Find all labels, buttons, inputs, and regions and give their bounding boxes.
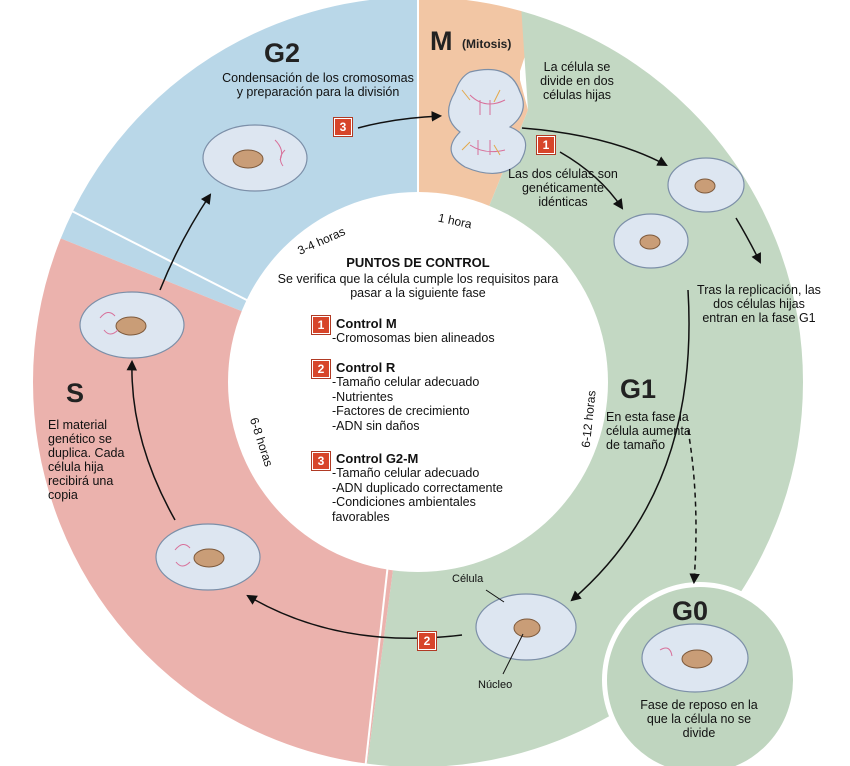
checkpoint-center-circle bbox=[228, 192, 608, 572]
checkpoint-2-badge: 2 bbox=[312, 360, 330, 378]
g2-description: Condensación de los cromosomas y prepara… bbox=[222, 71, 414, 99]
requirement-item: -Nutrientes bbox=[332, 389, 394, 404]
g1-title: G1 bbox=[620, 374, 657, 404]
callout-cell-line bbox=[485, 589, 505, 603]
cell-daughter-1 bbox=[667, 157, 745, 213]
arrow-g2-to-m bbox=[357, 111, 443, 129]
checkpoint-1-name: Control M bbox=[336, 316, 397, 331]
m-title: M bbox=[430, 26, 453, 56]
nucleus-label: Núcleo bbox=[478, 679, 513, 691]
callout-nucleus-line bbox=[502, 633, 524, 675]
g0-description: Fase de reposo en la que la célula no se… bbox=[640, 698, 758, 740]
g2-title: G2 bbox=[264, 38, 301, 68]
requirement-item: -Cromosomas bien alineados bbox=[332, 331, 495, 345]
requirement-item: -Tamaño celular adecuado bbox=[332, 375, 480, 389]
requirement-item: -ADN duplicado correctamente bbox=[332, 480, 503, 495]
cell-s-top bbox=[79, 291, 185, 359]
cell-daughter-2 bbox=[613, 213, 689, 269]
s-title: S bbox=[66, 378, 85, 408]
badge-2-g1-s: 2 bbox=[418, 632, 436, 650]
requirement-item: -ADN sin daños bbox=[332, 418, 420, 433]
g1-description: En esta fase la célula aumenta de tamaño bbox=[606, 410, 691, 452]
checkpoint-3-name: Control G2-M bbox=[336, 451, 419, 466]
arrow-m-to-daughter-1 bbox=[521, 127, 668, 166]
badge-1-m: 1 bbox=[537, 136, 555, 154]
checkpoints-subtitle: Se verifica que la célula cumple los req… bbox=[277, 272, 559, 300]
requirement-item: -Condiciones ambientales favorables bbox=[332, 495, 476, 524]
checkpoint-3-badge: 3 bbox=[312, 452, 330, 470]
after-replication-note: Tras la replicación, las dos células hij… bbox=[697, 283, 821, 325]
requirement-item: -Factores de crecimiento bbox=[332, 404, 470, 418]
m-description: La célula se divide en dos células hijas bbox=[540, 60, 614, 102]
badge-3-g2-m: 3 bbox=[334, 118, 352, 136]
checkpoint-2-name: Control R bbox=[336, 360, 396, 375]
g0-title: G0 bbox=[672, 596, 709, 626]
cell-label: Célula bbox=[452, 573, 484, 585]
requirement-item: -Tamaño celular adecuado bbox=[332, 466, 480, 480]
checkpoint-1-badge: 1 bbox=[312, 316, 330, 334]
checkpoints-title: PUNTOS DE CONTROL bbox=[346, 255, 490, 270]
s-description: El material genético se duplica. Cada cé… bbox=[48, 418, 125, 502]
arrow-g1-to-g0 bbox=[687, 429, 700, 585]
cell-s-bottom bbox=[155, 523, 261, 591]
cell-g1 bbox=[475, 593, 577, 661]
arrow-s-bottom-to-top bbox=[126, 359, 176, 521]
m-subtitle: (Mitosis) bbox=[462, 37, 512, 51]
daughters-identical-note: Las dos células son genéticamente idénti… bbox=[508, 167, 618, 209]
arrow-daughter-to-g1 bbox=[735, 217, 761, 264]
cell-g0 bbox=[641, 623, 749, 693]
arrow-s-to-g2 bbox=[159, 193, 212, 291]
checkpoint-1-requirements: -Cromosomas bien alineados bbox=[332, 331, 495, 346]
cell-mitosis bbox=[448, 68, 527, 174]
checkpoint-3-requirements: -Tamaño celular adecuado -ADN duplicado … bbox=[332, 466, 562, 524]
arrow-m-to-daughter-2 bbox=[559, 151, 624, 210]
cell-g2 bbox=[202, 124, 308, 192]
checkpoint-2-requirements: -Tamaño celular adecuado -Nutrientes -Fa… bbox=[332, 375, 479, 433]
arrow-g1-to-cell bbox=[570, 289, 690, 602]
